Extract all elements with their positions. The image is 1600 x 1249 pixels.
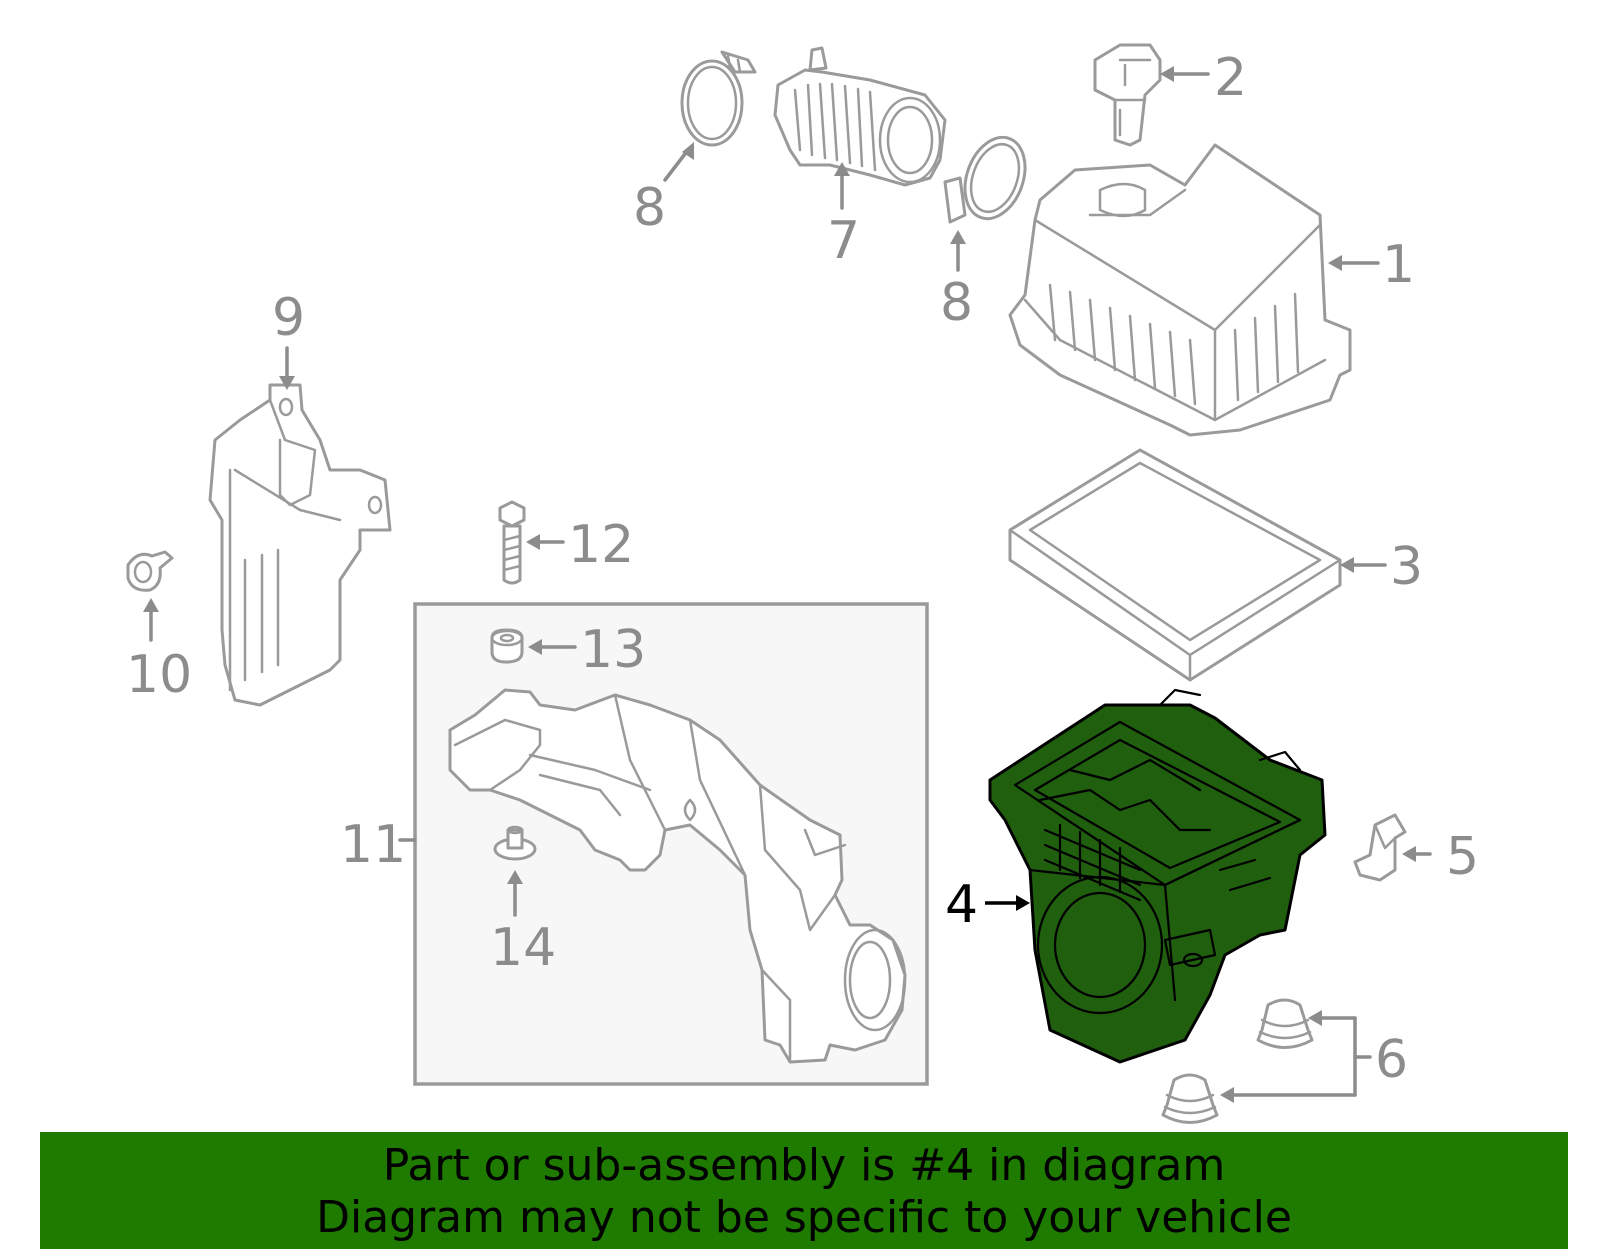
part-9-resonator[interactable] (208, 383, 392, 707)
part-4-air-cleaner-lower-case[interactable] (988, 688, 1327, 1064)
part-2-maf-sensor[interactable] (1093, 43, 1162, 147)
callout-4[interactable]: 4 (945, 875, 978, 935)
part-5-clip[interactable] (1353, 813, 1407, 882)
callout-2[interactable]: 2 (1214, 48, 1247, 108)
part-12-bolt[interactable] (498, 500, 526, 585)
callout-8-right[interactable]: 8 (940, 273, 973, 333)
part-8-hose-clamps[interactable] (680, 50, 1036, 227)
callout-leader-4 (985, 895, 1030, 911)
callout-numbers: 1 2 3 4 5 6 7 8 8 9 10 11 12 13 14 (126, 48, 1479, 1090)
part-1-air-cleaner-cover[interactable] (1008, 143, 1352, 437)
part-6-grommets[interactable] (1161, 998, 1314, 1124)
callout-10[interactable]: 10 (126, 645, 192, 705)
callout-14[interactable]: 14 (490, 918, 556, 978)
part-7-intake-hose[interactable] (773, 46, 947, 187)
callout-8-left[interactable]: 8 (633, 178, 666, 238)
callout-6[interactable]: 6 (1375, 1030, 1408, 1090)
callout-1[interactable]: 1 (1382, 235, 1415, 295)
part-14-stud[interactable] (493, 825, 537, 861)
part-11-air-inlet-duct-assembly[interactable] (413, 602, 929, 1086)
banner-line-disclaimer: Diagram may not be specific to your vehi… (316, 1192, 1292, 1243)
part-10-push-pin[interactable] (126, 550, 174, 592)
callout-5[interactable]: 5 (1446, 827, 1479, 887)
part-13-bushing[interactable] (490, 628, 524, 664)
callout-12[interactable]: 12 (568, 515, 634, 575)
info-banner: Part or sub-assembly is #4 in diagram Di… (40, 1132, 1568, 1249)
callout-3[interactable]: 3 (1390, 537, 1423, 597)
callout-leaders (143, 66, 1432, 1103)
banner-line-part-number: Part or sub-assembly is #4 in diagram (382, 1140, 1226, 1191)
callout-7[interactable]: 7 (827, 211, 860, 271)
part-3-air-filter[interactable] (1008, 448, 1342, 682)
callout-9[interactable]: 9 (272, 288, 305, 348)
callout-13[interactable]: 13 (580, 620, 646, 680)
callout-11[interactable]: 11 (340, 815, 406, 875)
